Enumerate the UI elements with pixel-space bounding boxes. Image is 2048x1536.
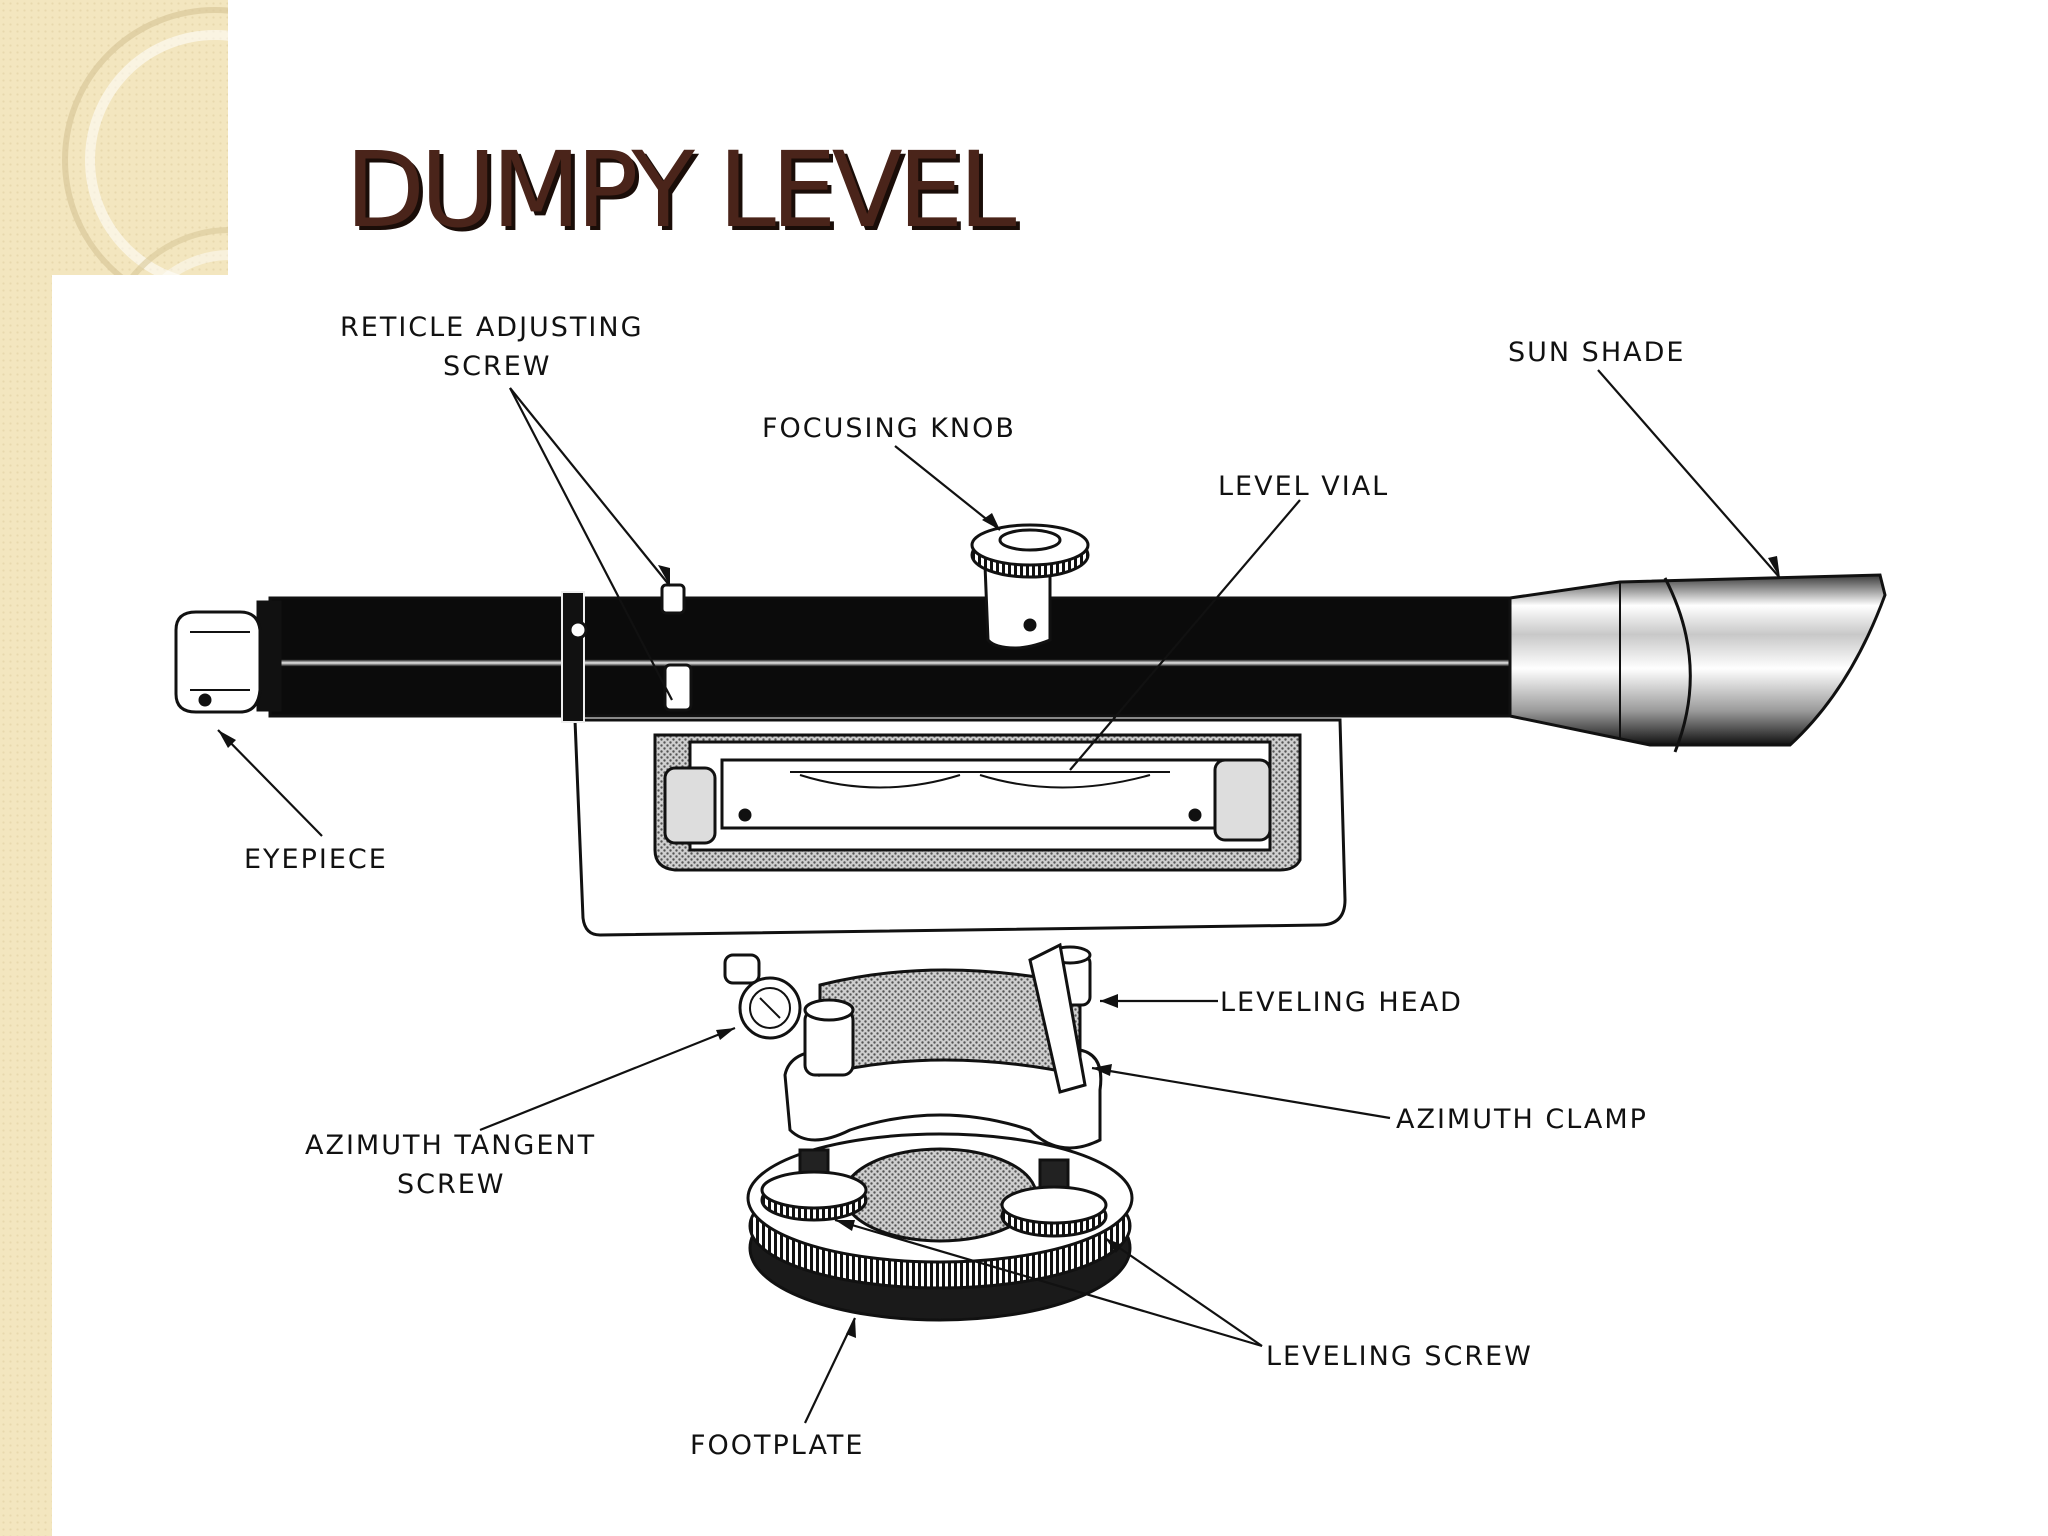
label-focusing-knob: FOCUSING KNOB (762, 413, 1016, 444)
label-leveling-head: LEVELING HEAD (1220, 987, 1463, 1018)
label-eyepiece: EYEPIECE (244, 844, 388, 875)
arrow-heads (218, 513, 1780, 1338)
label-level-vial: LEVEL VIAL (1218, 471, 1389, 502)
leveling-screw-shape-left (760, 1148, 868, 1222)
label-reticle-adjusting-screw-line1: RETICLE ADJUSTING (340, 312, 644, 343)
instrument-drawing (174, 523, 1887, 1322)
sun-shade-shape (1508, 573, 1887, 747)
label-reticle-adjusting-screw-line2: SCREW (443, 351, 552, 382)
level-vial-shape (720, 758, 1232, 830)
label-footplate: FOOTPLATE (690, 1430, 864, 1461)
label-sun-shade: SUN SHADE (1508, 337, 1685, 368)
callout-labels: RETICLE ADJUSTING SCREW FOCUSING KNOB LE… (244, 312, 1685, 1461)
label-azimuth-tangent-screw-line2: SCREW (397, 1169, 506, 1200)
slide-title: DUMPY LEVEL (345, 129, 1016, 251)
label-azimuth-tangent-screw-line1: AZIMUTH TANGENT (305, 1130, 596, 1161)
eyepiece-shape (174, 610, 262, 714)
telescope-tube (268, 596, 1522, 718)
label-azimuth-clamp: AZIMUTH CLAMP (1396, 1104, 1648, 1135)
label-leveling-screw: LEVELING SCREW (1266, 1341, 1533, 1372)
leader-lines (217, 369, 1781, 1424)
leveling-screw-shape-right (1000, 1158, 1108, 1238)
